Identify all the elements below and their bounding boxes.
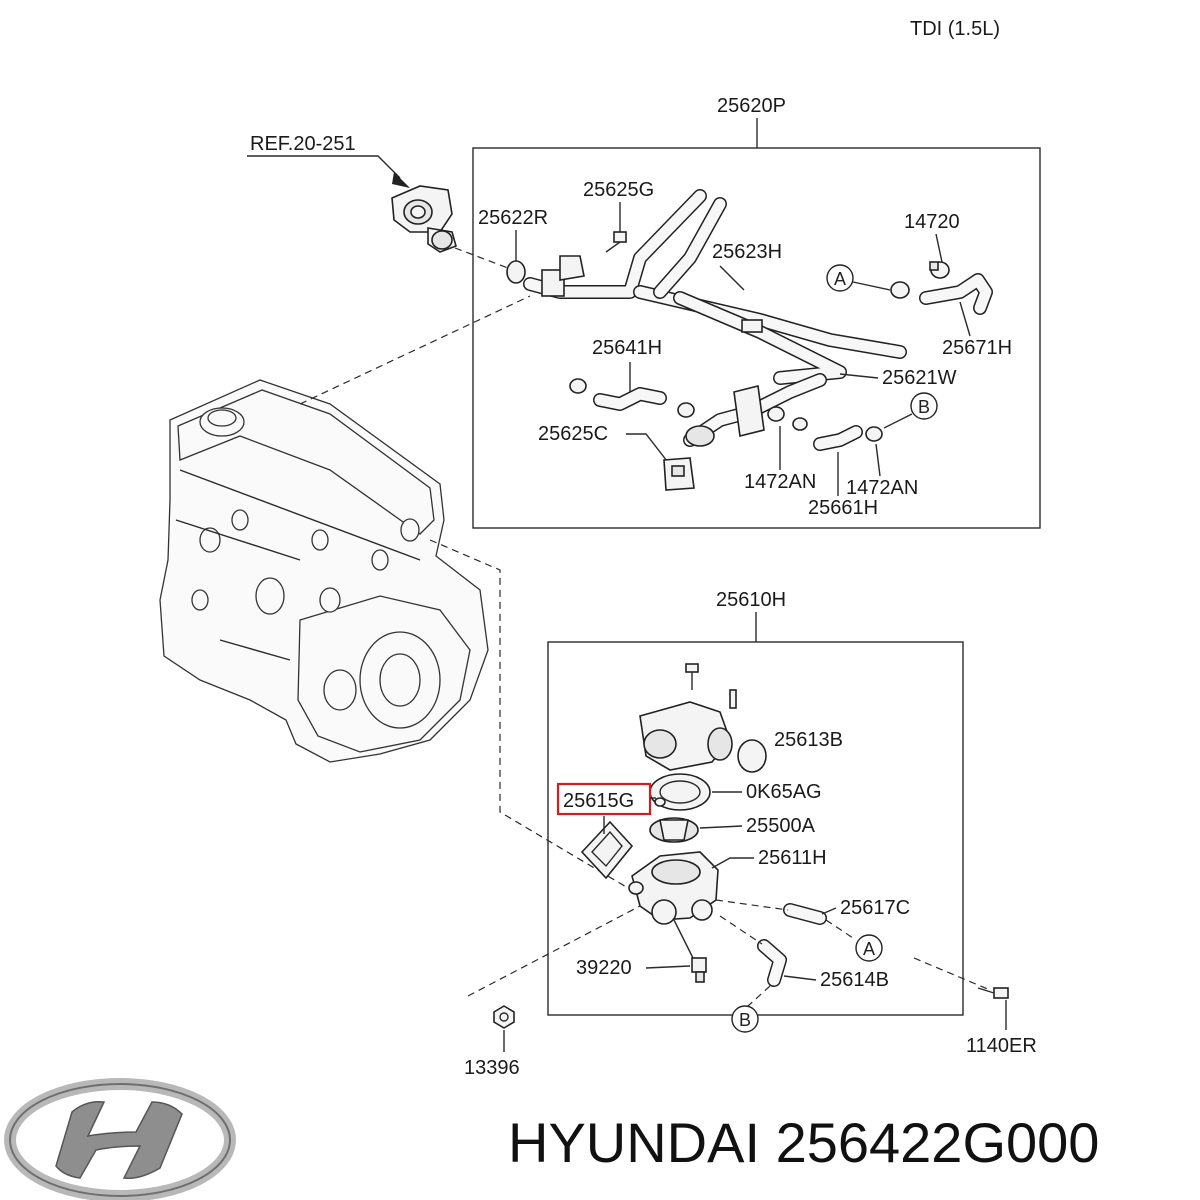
highlight-frame-25615G — [556, 782, 652, 816]
clamp-small — [792, 417, 808, 431]
pin-top — [729, 689, 737, 709]
clamp-right-25641H — [677, 402, 695, 418]
upper-group: 25620P REF.20-251 25622R 25625G — [247, 95, 1041, 529]
bracket-25625C — [663, 457, 695, 491]
marker-a-upper-text: A — [834, 269, 846, 289]
part-25625C-label: 25625C — [538, 423, 608, 445]
marker-a-lower — [855, 934, 883, 962]
marker-b-lower — [731, 1005, 759, 1033]
bolt-1140ER — [977, 987, 1009, 999]
part-25671H-label: 25671H — [942, 337, 1012, 359]
clamp-a-upper — [890, 281, 910, 299]
hyundai-logo-icon — [4, 1078, 236, 1200]
part-25641H-label: 25641H — [592, 337, 662, 359]
part-25611H-label: 25611H — [758, 847, 827, 869]
part-1140ER-label: 1140ER — [966, 1035, 1037, 1057]
part-25622R-label: 25622R — [478, 207, 548, 229]
part-1472AN-b-label: 1472AN — [846, 477, 918, 499]
gasket-square — [580, 820, 634, 880]
hose-25671H — [919, 273, 993, 315]
hose-25613B — [737, 739, 767, 773]
part-25500A-label: 25500A — [746, 815, 816, 837]
hose-25641H — [593, 387, 667, 411]
nut-13396 — [493, 1005, 515, 1029]
marker-b-upper — [910, 392, 938, 420]
oring-25622R — [506, 260, 526, 284]
upper-group-label: 25620P — [717, 95, 786, 117]
marker-a-upper — [826, 264, 854, 292]
part-39220-label: 39220 — [576, 957, 632, 979]
small-oring-25615G — [654, 797, 666, 807]
thermostat-cover — [639, 701, 733, 771]
sensor-39220 — [673, 919, 707, 983]
clamp-14720 — [929, 261, 950, 279]
leader-lower — [429, 539, 629, 889]
hose-25661H — [813, 425, 863, 451]
hose-25614B — [757, 939, 787, 987]
part-25621W-label: 25621W — [882, 367, 957, 389]
hose-25617C — [783, 903, 827, 925]
part-1472AN-a-label: 1472AN — [744, 471, 816, 493]
clamp-1472AN-a — [767, 406, 785, 422]
marker-b-lower-text: B — [739, 1010, 751, 1030]
part-25623H-label: 25623H — [712, 241, 782, 263]
ref-arrow-icon — [392, 172, 410, 188]
part-14720-label: 14720 — [904, 211, 960, 233]
brand-part-number: HYUNDAI 256422G000 — [508, 1111, 1099, 1174]
part-25617C-label: 25617C — [840, 897, 910, 919]
leader-upper — [299, 295, 531, 405]
clamp-left-25641H — [569, 378, 587, 394]
variant-label: TDI (1.5L) — [910, 18, 1000, 40]
part-25615G-label: 25615G — [563, 790, 634, 812]
lower-group: 25610H 25613B 0K65AG 25615G — [547, 589, 964, 1033]
marker-b-upper-text: B — [918, 397, 930, 417]
marker-a-lower-text: A — [863, 939, 875, 959]
thermostat-housing-25611H — [628, 851, 719, 925]
clamp-1472AN-b — [865, 426, 883, 442]
thermostat-25500A — [649, 817, 699, 843]
lower-group-label: 25610H — [716, 589, 786, 611]
ref-label: REF.20-251 — [250, 133, 356, 155]
water-pipe-25623H — [523, 189, 907, 385]
part-25614B-label: 25614B — [820, 969, 889, 991]
part-13396-label: 13396 — [464, 1057, 520, 1079]
part-0K65AG-label: 0K65AG — [746, 781, 822, 803]
bolt-top — [685, 663, 699, 690]
part-25625G-label: 25625G — [583, 179, 654, 201]
part-25613B-label: 25613B — [774, 729, 843, 751]
engine-block — [159, 379, 489, 763]
bolt-25625G — [605, 231, 627, 253]
water-pipe-25621W — [683, 373, 827, 447]
part-25661H-label: 25661H — [808, 497, 878, 519]
water-inlet-housing — [391, 185, 457, 253]
